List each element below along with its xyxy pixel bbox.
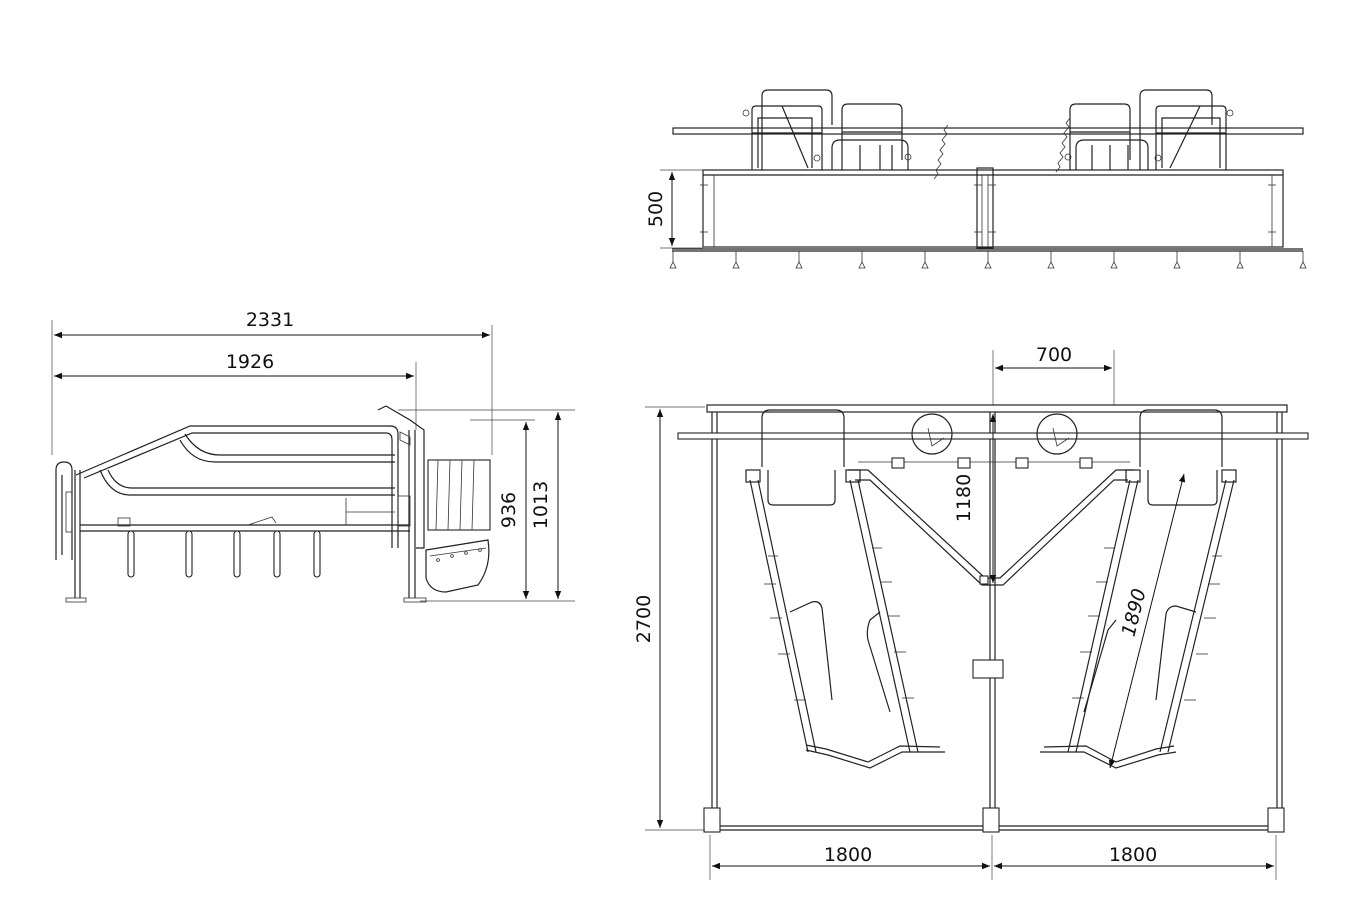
dim-1926-label: 1926 — [226, 351, 274, 373]
dim-500-label: 500 — [645, 191, 667, 227]
plan-view: 700 — [633, 344, 1309, 880]
dim-2331-label: 2331 — [246, 309, 294, 331]
side-elevation-view: 2331 1926 — [51, 309, 575, 603]
dim-1013-label: 1013 — [530, 481, 552, 529]
dim-2700-label: 2700 — [633, 595, 655, 643]
dim-1800-right-label: 1800 — [1109, 844, 1157, 866]
dim-1890-label: 1890 — [1118, 586, 1151, 638]
front-elevation-view: 500 — [645, 89, 1307, 269]
dim-1180-label: 1180 — [953, 474, 975, 522]
dim-700-label: 700 — [1036, 344, 1072, 366]
dim-1800-left-label: 1800 — [824, 844, 872, 866]
dim-936-label: 936 — [498, 492, 520, 528]
